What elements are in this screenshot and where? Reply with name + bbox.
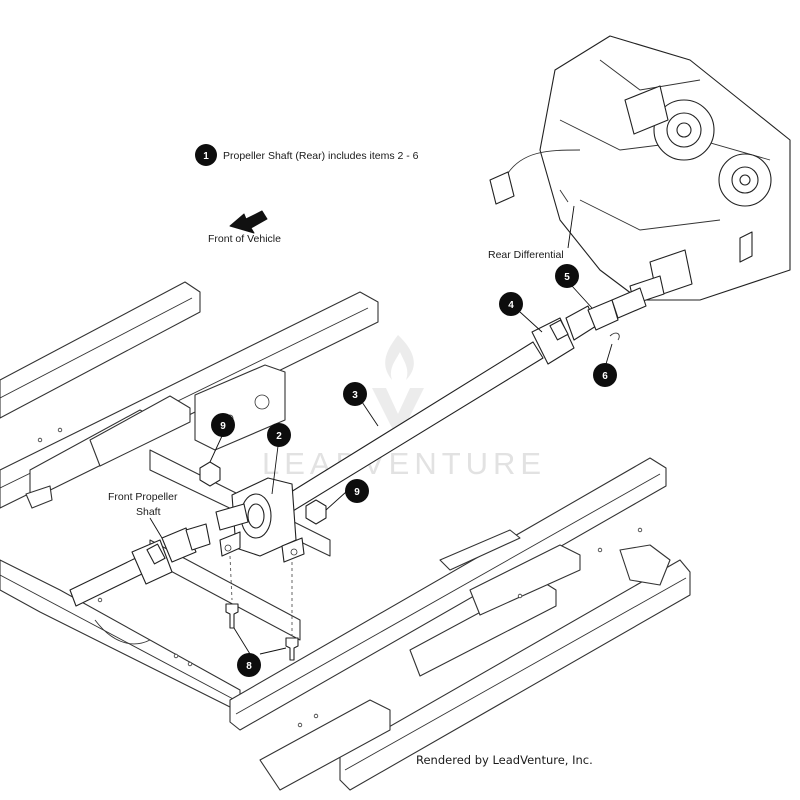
callout-9-lower: 9 (345, 479, 369, 503)
callout-6: 6 (593, 363, 617, 387)
rear-differential (489, 35, 791, 305)
front-of-vehicle-indicator: Front of Vehicle (208, 210, 281, 245)
callout-bubble-1 (195, 144, 217, 166)
callout-9-upper: 9 (211, 413, 235, 437)
watermark-text: LEADVENTURE (262, 446, 546, 481)
callout-number-1: 1 (203, 151, 209, 162)
front-propeller-shaft-label-line2: Shaft (136, 506, 161, 518)
rear-differential-label: Rear Differential (488, 249, 564, 261)
flame-logo-icon (372, 335, 424, 440)
callout-number-3: 3 (352, 390, 358, 401)
callout-number-6: 6 (602, 371, 608, 382)
arrow-left-icon (229, 210, 268, 234)
callout-number-2: 2 (276, 431, 282, 442)
front-propeller-shaft (69, 523, 211, 607)
title-note-text: Propeller Shaft (Rear) includes items 2 … (223, 150, 419, 162)
front-of-vehicle-label: Front of Vehicle (208, 233, 281, 245)
callout-8: 8 (237, 653, 261, 677)
callout-number-9-lower: 9 (354, 487, 360, 498)
callout-2: 2 (267, 423, 291, 447)
front-propeller-shaft-label-line1: Front Propeller (108, 491, 178, 503)
vehicle-frame (0, 281, 691, 791)
callout-leaders (209, 285, 613, 655)
rear-propeller-shaft (199, 287, 647, 661)
callout-4: 4 (499, 292, 523, 316)
callout-number-8: 8 (246, 661, 252, 672)
callout-number-9-upper: 9 (220, 421, 226, 432)
watermark: LEADVENTURE (262, 335, 546, 481)
callout-3: 3 (343, 382, 367, 406)
title-note: 1 Propeller Shaft (Rear) includes items … (195, 144, 419, 166)
callout-number-5: 5 (564, 272, 570, 283)
callout-number-4: 4 (508, 300, 514, 311)
callout-5: 5 (555, 264, 579, 288)
credit-text: Rendered by LeadVenture, Inc. (416, 753, 593, 767)
